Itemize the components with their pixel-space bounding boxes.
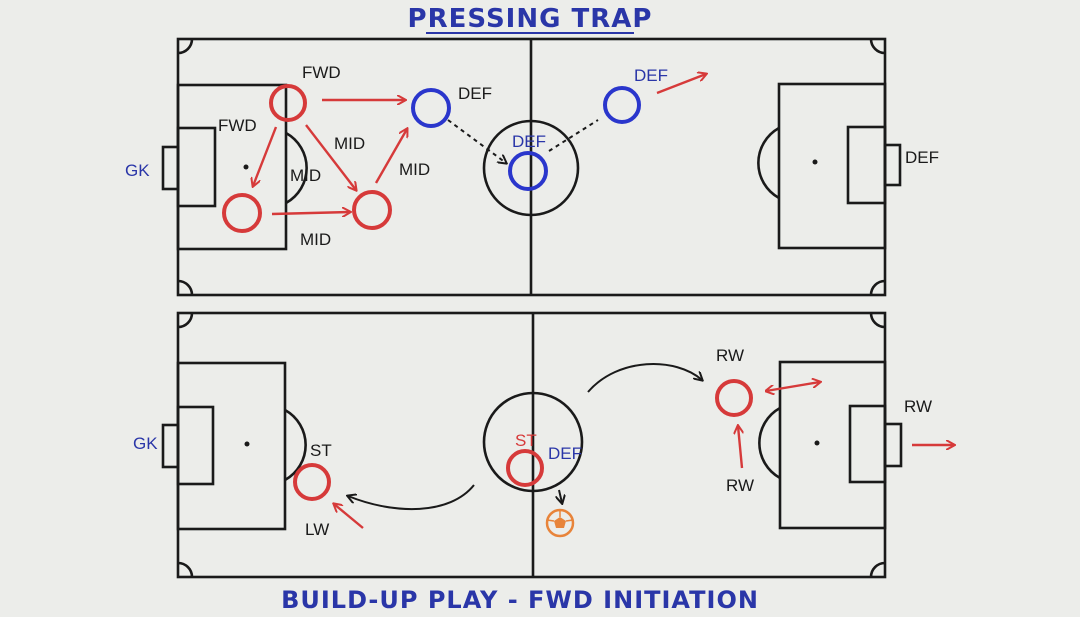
- corner-arc: [869, 561, 886, 578]
- left-penalty-spot: [243, 164, 249, 170]
- left-penalty-spot: [244, 441, 250, 447]
- corner-arc: [177, 312, 194, 329]
- corner-arc: [869, 38, 886, 55]
- label-def: DEF: [512, 132, 546, 151]
- right-goal: [883, 143, 902, 187]
- player-def-blue: [411, 88, 451, 128]
- top-diagram: PRESSING TRAP: [125, 4, 939, 297]
- player-fwd-red: [269, 84, 307, 122]
- corner-arc: [177, 561, 194, 578]
- soccer-ball-icon: [545, 508, 575, 538]
- player-rw-red: [715, 379, 753, 417]
- right-penalty-spot: [814, 440, 820, 446]
- player-def-blue: [603, 86, 641, 124]
- top-diagram-title: PRESSING TRAP: [408, 4, 653, 34]
- double-arrow: [766, 382, 820, 391]
- pass-arrow: [271, 212, 350, 214]
- left-goal: [161, 423, 180, 469]
- center-circle: [482, 119, 580, 217]
- left-goal-area: [176, 126, 217, 208]
- bottom-diagram: GK ST LW ST DEF RW RW RW BUILD-UP PLAY -…: [133, 311, 954, 614]
- run-arrow: [253, 126, 278, 186]
- run-arrow: [305, 124, 356, 190]
- label-rw: RW: [716, 346, 744, 365]
- left-penalty-arc: [285, 131, 308, 205]
- corner-arc: [177, 38, 194, 55]
- right-penalty-area: [777, 82, 887, 250]
- label-def: DEF: [458, 84, 492, 103]
- label-mid: MID: [334, 134, 365, 153]
- label-fwd: FWD: [218, 116, 257, 135]
- right-goal-area: [848, 404, 887, 484]
- label-mid: MID: [300, 230, 331, 249]
- right-goal: [883, 422, 903, 468]
- label-rw: RW: [904, 397, 932, 416]
- corner-arc: [869, 312, 886, 329]
- right-penalty-spot: [812, 159, 818, 165]
- dashed-pass-arrow: [447, 119, 506, 163]
- label-st: ST: [515, 431, 537, 450]
- player-def-blue-center: [508, 151, 548, 191]
- curved-run-arrow: [348, 484, 475, 511]
- left-penalty-arc: [284, 408, 307, 482]
- label-fwd: FWD: [302, 63, 341, 82]
- run-arrow: [334, 504, 364, 529]
- player-st-red-center: [506, 449, 544, 487]
- label-st: ST: [310, 441, 332, 460]
- player-st-red: [293, 463, 331, 501]
- run-arrow: [374, 129, 407, 184]
- label-def: DEF: [634, 66, 668, 85]
- label-rw: RW: [726, 476, 754, 495]
- corner-arc: [177, 279, 194, 296]
- corner-arc: [869, 279, 886, 296]
- right-penalty-arc: [758, 406, 781, 480]
- label-def: DEF: [905, 148, 939, 167]
- label-def: DEF: [548, 444, 582, 463]
- left-penalty-area: [176, 83, 288, 251]
- left-goal: [161, 145, 180, 191]
- top-pitch: [161, 37, 902, 297]
- bottom-pitch: [161, 311, 903, 579]
- label-gk: GK: [133, 434, 158, 453]
- run-arrow: [656, 74, 706, 95]
- right-penalty-arc: [757, 126, 780, 200]
- left-penalty-area: [176, 361, 287, 531]
- run-arrow: [738, 426, 742, 469]
- label-lw: LW: [305, 520, 329, 539]
- ball-direction-arrow: [559, 489, 562, 503]
- player-mid-red: [352, 190, 392, 230]
- left-goal-area: [176, 405, 215, 486]
- label-gk: GK: [125, 161, 150, 180]
- label-mid: MID: [290, 166, 321, 185]
- dashed-pass-line: [548, 119, 599, 152]
- bottom-diagram-title: BUILD-UP PLAY - FWD INITIATION: [281, 586, 759, 614]
- center-circle: [482, 391, 584, 493]
- player-mid-red: [222, 193, 262, 233]
- curved-run-arrow: [587, 363, 702, 393]
- right-goal-area: [846, 125, 887, 205]
- label-mid: MID: [399, 160, 430, 179]
